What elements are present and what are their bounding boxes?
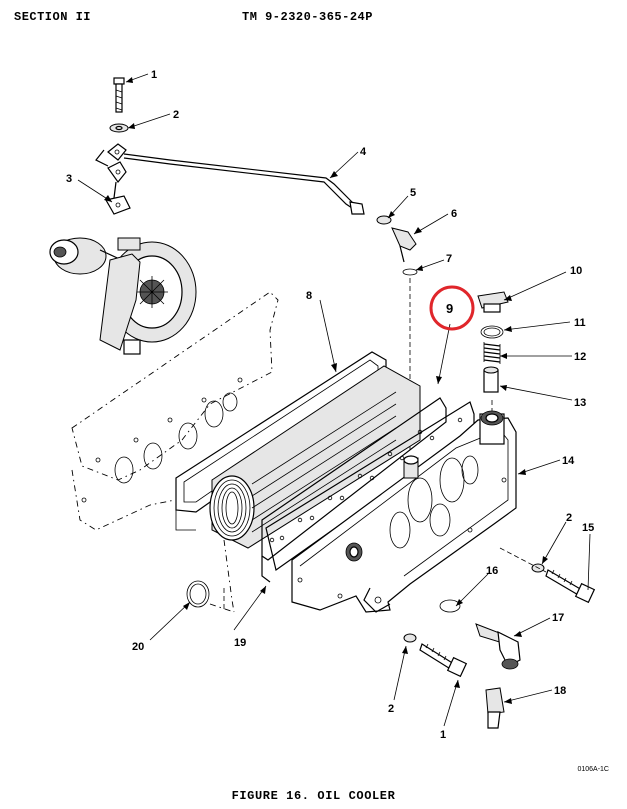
tm-number: TM 9-2320-365-24P <box>242 10 373 24</box>
highlight-circle <box>429 285 475 331</box>
cooler-core <box>209 365 421 549</box>
callout-6: 6 <box>451 208 457 220</box>
screw-top <box>113 77 125 113</box>
callout-8: 8 <box>306 290 312 302</box>
adapter-18 <box>485 687 505 729</box>
callout-13: 13 <box>574 397 586 409</box>
callout-1-bottom: 1 <box>440 729 446 741</box>
spring <box>483 342 501 364</box>
oil-supply-tube <box>95 143 365 215</box>
gasket-mid <box>265 401 475 572</box>
callout-2-right: 2 <box>566 512 572 524</box>
o-ring-plug <box>480 325 504 339</box>
callout-10: 10 <box>570 265 582 277</box>
figure-caption: FIGURE 16. OIL COOLER <box>231 789 396 803</box>
callout-11: 11 <box>574 317 586 329</box>
gasket-front <box>261 397 447 583</box>
capscrew-right <box>499 547 596 604</box>
callout-3: 3 <box>66 173 72 185</box>
callout-7: 7 <box>446 253 452 265</box>
o-ring-small <box>402 268 418 276</box>
oil-cooler-housing <box>291 410 517 613</box>
callout-15: 15 <box>582 522 594 534</box>
callout-5: 5 <box>410 187 416 199</box>
capscrew-bottom <box>403 633 468 678</box>
callout-2-bottom: 2 <box>388 703 394 715</box>
callout-20: 20 <box>132 641 144 653</box>
callout-4: 4 <box>360 146 367 158</box>
callout-labels: 1 2 3 4 5 6 7 8 9 10 11 12 13 14 2 15 16… <box>66 69 594 741</box>
callout-12: 12 <box>574 351 586 363</box>
sealing-washer <box>376 215 392 225</box>
turbocharger <box>49 237 197 355</box>
section-header: SECTION II <box>14 10 92 24</box>
callout-1: 1 <box>151 69 157 81</box>
washer-top <box>109 123 129 133</box>
engine-block-outline <box>71 291 279 613</box>
callout-19: 19 <box>234 637 246 649</box>
callout-17: 17 <box>552 612 564 624</box>
o-ring-20 <box>186 580 210 608</box>
callout-2: 2 <box>173 109 179 121</box>
callout-9: 9 <box>446 301 453 316</box>
plug-cap <box>477 291 509 313</box>
arrowheads <box>104 77 548 704</box>
callout-18: 18 <box>554 685 566 697</box>
bracket <box>105 161 131 215</box>
valve <box>483 366 499 393</box>
o-ring-16 <box>439 599 461 613</box>
callout-16: 16 <box>486 565 498 577</box>
callout-14: 14 <box>562 455 575 467</box>
elbow-17 <box>475 623 521 670</box>
drawing-code: 0106A-1C <box>577 766 609 773</box>
elbow-fitting <box>391 227 417 263</box>
